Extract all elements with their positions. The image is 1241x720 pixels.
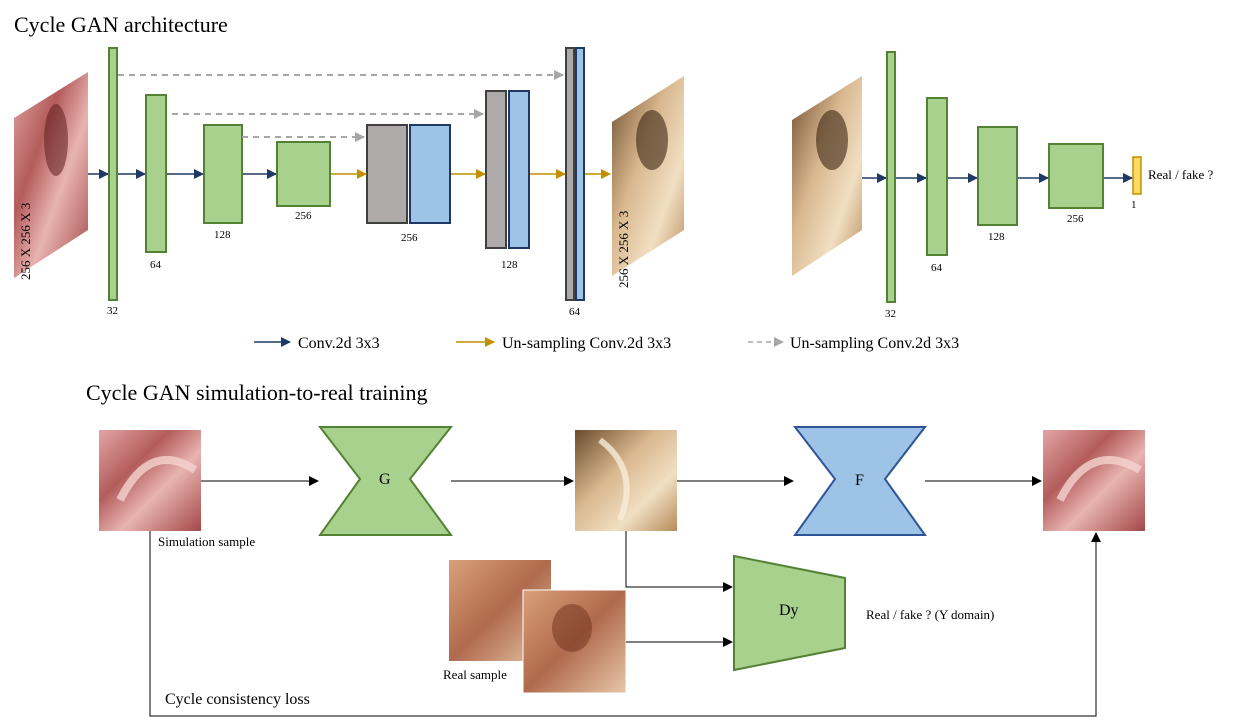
simulation-sample-caption: Simulation sample (158, 534, 255, 549)
dec-blue-64 (575, 47, 585, 301)
disc-output-label: Real / fake ? (1148, 167, 1214, 182)
cycle-consistency-arrow (149, 531, 1101, 717)
disc-block-128 (977, 126, 1018, 226)
enc-label-128: 128 (214, 229, 231, 241)
legend-skip-label: Un-sampling Conv.2d 3x3 (790, 335, 959, 352)
training-pipeline: Simulation sample G F Real sample Dy Rea… (99, 426, 1145, 717)
enc-block-256 (276, 141, 331, 207)
enc-block-32 (108, 47, 118, 301)
discriminator-dy-label: Dy (779, 602, 799, 619)
legend-upconv-label: Un-sampling Conv.2d 3x3 (502, 335, 671, 352)
disc-output-block (1132, 156, 1142, 195)
dec-blue-128 (508, 90, 530, 249)
disc-label-128: 128 (988, 231, 1005, 243)
architecture-title: Cycle GAN architecture (14, 12, 228, 37)
training-title: Cycle GAN simulation-to-real training (86, 380, 428, 405)
simulation-sample-image (99, 430, 201, 531)
generator-f-label: F (855, 472, 864, 489)
recon-highlight (1056, 456, 1143, 502)
cycle-consistency-caption: Cycle consistency loss (165, 691, 310, 708)
enc-block-64 (145, 94, 167, 253)
generator-network: 256 X 256 X 3 32 64 128 256 256 128 64 2… (14, 47, 684, 318)
disc-label-1: 1 (1131, 199, 1137, 211)
dec-gray-128 (485, 90, 507, 249)
input-lumen (44, 104, 68, 176)
legend: Conv.2d 3x3 Un-sampling Conv.2d 3x3 Un-s… (254, 335, 959, 352)
discriminator-input-image (792, 76, 862, 276)
dec-gray-64 (565, 47, 575, 301)
enc-block-128 (203, 124, 243, 224)
output-lumen (636, 110, 668, 170)
enc-label-32: 32 (107, 305, 118, 317)
disc-label-64: 64 (931, 262, 943, 274)
disc-input-lumen (816, 110, 848, 170)
sim-highlight (116, 456, 198, 502)
disc-block-32 (886, 51, 896, 303)
disc-block-256 (1048, 143, 1104, 209)
reconstructed-image (1043, 430, 1145, 531)
generator-g-shape (317, 426, 454, 536)
generator-output-dim: 256 X 256 X 3 (616, 211, 631, 288)
dec-label-128: 128 (501, 259, 518, 271)
generated-highlight (598, 437, 630, 522)
enc-label-64: 64 (150, 259, 162, 271)
enc-label-256: 256 (295, 210, 312, 222)
disc-label-32: 32 (885, 308, 896, 320)
dec-label-256: 256 (401, 232, 418, 244)
generator-input-dim: 256 X 256 X 3 (18, 203, 33, 280)
real-sample-caption: Real sample (443, 667, 507, 682)
gen-to-dy-arrow (625, 531, 733, 592)
dy-output-label: Real / fake ? (Y domain) (866, 607, 994, 622)
dec-blue-256 (409, 124, 451, 224)
legend-conv-label: Conv.2d 3x3 (298, 335, 380, 352)
generator-g-label: G (379, 471, 391, 488)
discriminator-dy-shape (733, 554, 846, 672)
generator-input-image (14, 72, 88, 278)
discriminator-network: 32 64 128 256 1 Real / fake ? (792, 51, 1214, 320)
disc-block-64 (926, 97, 948, 256)
real-sample-lumen (552, 604, 592, 652)
dec-gray-256 (366, 124, 408, 224)
generator-f-shape (792, 426, 928, 536)
dec-label-64: 64 (569, 306, 581, 318)
disc-label-256: 256 (1067, 213, 1084, 225)
